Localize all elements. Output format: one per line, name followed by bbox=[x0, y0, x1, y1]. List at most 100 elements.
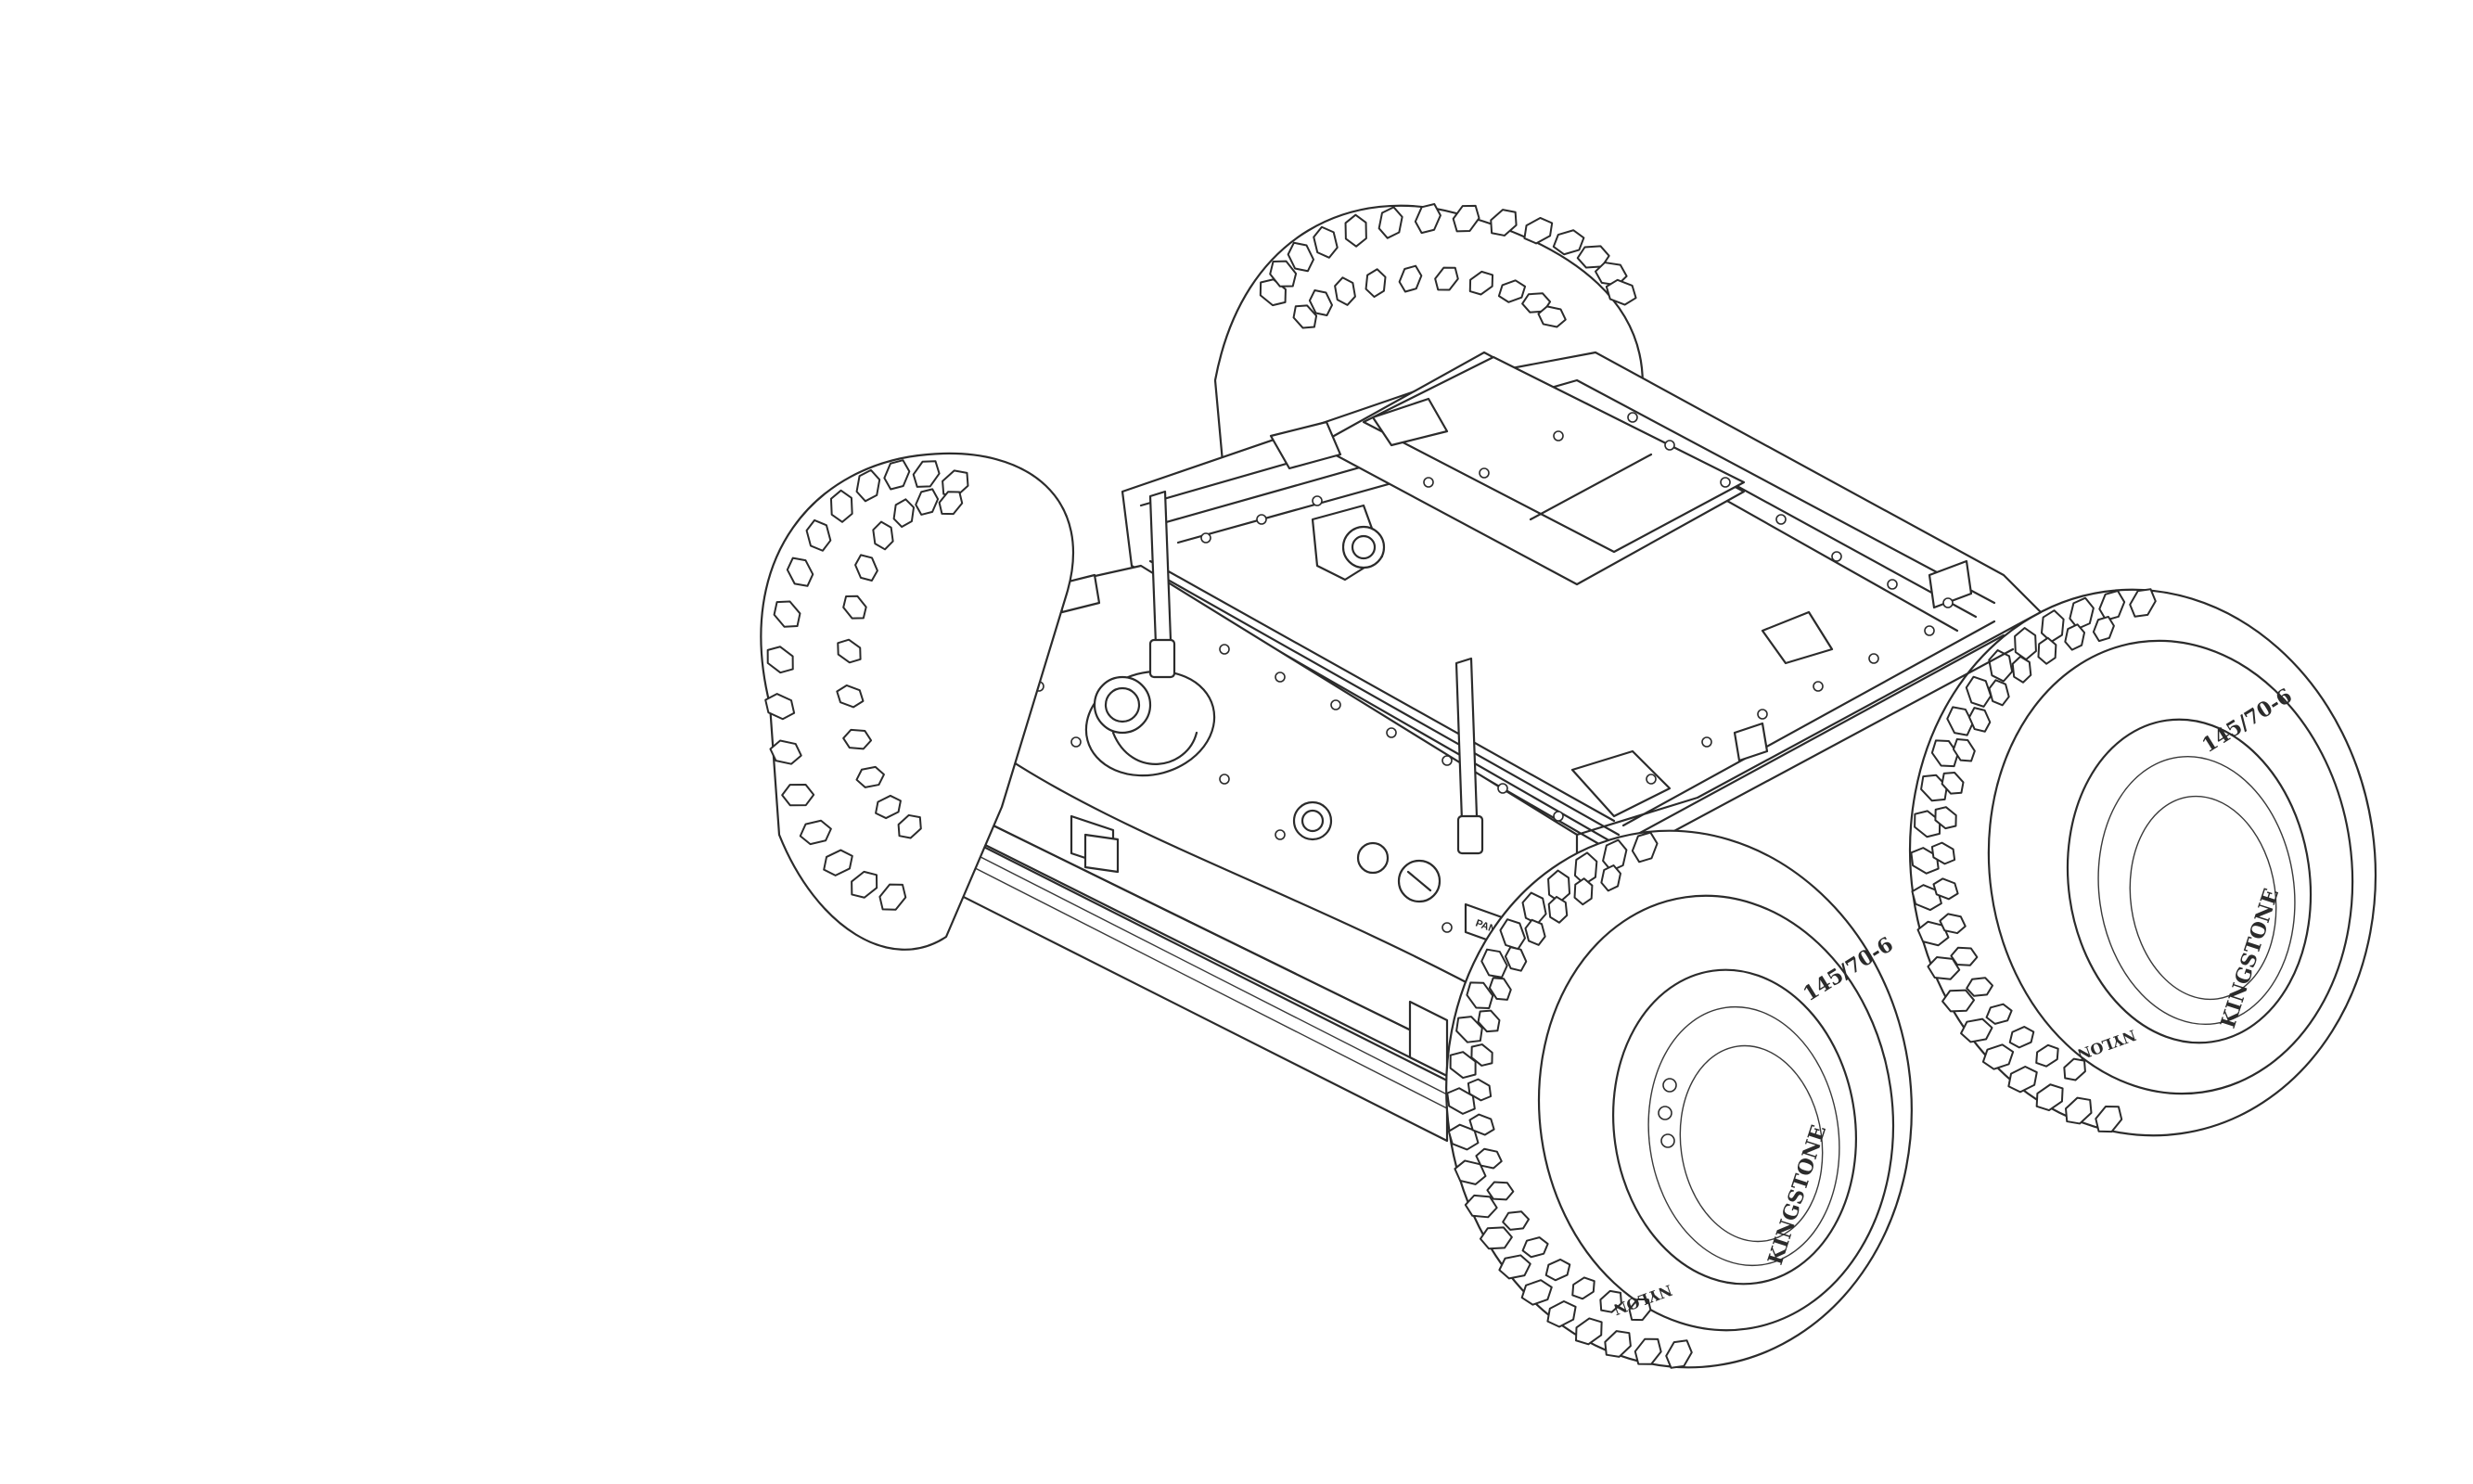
chassis-bolt bbox=[1775, 514, 1787, 525]
tread-lug bbox=[2063, 1057, 2086, 1081]
tread-lug bbox=[2064, 623, 2086, 651]
tread-lug bbox=[2035, 1043, 2059, 1068]
tread-lug bbox=[2037, 636, 2057, 665]
tread-lug bbox=[1524, 918, 1546, 946]
tread-lug bbox=[1480, 948, 1508, 979]
tread-lug bbox=[1916, 920, 1950, 947]
tread-lug bbox=[1631, 831, 1659, 864]
tread-lug bbox=[1930, 841, 1956, 865]
chassis-bolt bbox=[1664, 440, 1675, 451]
tread-lug bbox=[1966, 977, 1994, 997]
left-bracket bbox=[1070, 814, 1120, 874]
tread-lug bbox=[2035, 1083, 2064, 1112]
tread-lug bbox=[1950, 946, 1979, 966]
tread-lug bbox=[1939, 913, 1967, 935]
tread-lug bbox=[938, 491, 964, 516]
tread-lug bbox=[1600, 864, 1621, 892]
chassis-bolt bbox=[1757, 709, 1768, 720]
tread-lug bbox=[1981, 1043, 2015, 1070]
tread-lug bbox=[1470, 1043, 1493, 1067]
tread-lug bbox=[851, 870, 878, 899]
tread-lug bbox=[2007, 1066, 2038, 1094]
tread-lug bbox=[1468, 270, 1494, 296]
tread-lug bbox=[1941, 989, 1976, 1013]
tread-lug bbox=[2095, 1105, 2123, 1133]
tread-lug bbox=[912, 460, 941, 488]
antenna-right bbox=[1454, 657, 1484, 855]
chassis-bolt bbox=[1442, 922, 1453, 933]
tread-lug bbox=[781, 783, 815, 807]
chassis-bolt bbox=[1219, 774, 1230, 785]
chassis-bolt bbox=[1275, 672, 1286, 683]
tread-lug bbox=[764, 693, 796, 721]
tread-lug bbox=[1486, 1181, 1515, 1201]
tread-lug bbox=[1571, 1276, 1595, 1300]
tread-lug bbox=[854, 554, 878, 582]
tread-lug bbox=[769, 739, 802, 765]
tread-lug bbox=[1920, 774, 1948, 802]
tread-lug bbox=[1932, 877, 1959, 901]
tread-lug bbox=[1911, 884, 1942, 912]
tread-lug bbox=[915, 488, 940, 516]
tread-lug bbox=[1665, 1339, 1693, 1369]
tread-lug bbox=[878, 883, 907, 911]
chassis-bolt bbox=[1497, 783, 1508, 794]
tread-lug bbox=[1498, 1254, 1531, 1280]
tread-lug bbox=[1313, 225, 1339, 259]
tread-lug bbox=[1628, 1298, 1652, 1322]
tread-lug bbox=[875, 794, 902, 820]
tread-lug bbox=[1466, 981, 1494, 1009]
tread-lug bbox=[883, 459, 911, 491]
chassis-bolt bbox=[1553, 811, 1564, 822]
tread-lug bbox=[1464, 1194, 1498, 1219]
chassis-bolts bbox=[1033, 412, 1954, 961]
tread-lug bbox=[1634, 1337, 1662, 1365]
tread-lug bbox=[1985, 1003, 2013, 1025]
chassis-bolt bbox=[1831, 551, 1842, 562]
chassis-bolt bbox=[1887, 579, 1898, 590]
tread-lug bbox=[1599, 1289, 1622, 1313]
tread-lug bbox=[1552, 229, 1585, 256]
hub-bolts-front-right bbox=[1658, 1078, 1677, 1148]
chassis-bolt bbox=[1646, 774, 1657, 785]
tread-lug bbox=[1547, 895, 1569, 924]
tread-lug bbox=[1604, 1330, 1632, 1358]
tread-lug bbox=[1523, 216, 1554, 245]
tread-lug bbox=[2092, 615, 2115, 643]
tread-lug bbox=[842, 595, 867, 620]
chassis-bolt bbox=[1423, 477, 1434, 488]
tread-lug bbox=[1377, 206, 1403, 239]
chassis-bolt bbox=[1330, 699, 1341, 710]
tread-lug bbox=[1287, 241, 1314, 273]
tread-lug bbox=[823, 849, 853, 876]
tread-lug bbox=[1910, 847, 1940, 875]
wheel-rear-right: 145/70-6 KINGSTONE NYLON bbox=[1908, 588, 2377, 1137]
tread-lug bbox=[837, 638, 862, 664]
chassis-bolt bbox=[1924, 625, 1935, 636]
tread-lug bbox=[766, 646, 794, 674]
tread-lug bbox=[1455, 1016, 1483, 1043]
tread-lug bbox=[1467, 1078, 1493, 1102]
wheel-front-left bbox=[760, 452, 1075, 951]
tread-lug bbox=[1521, 1236, 1549, 1259]
chassis-bolt bbox=[1720, 477, 1731, 488]
tread-lug bbox=[842, 728, 873, 750]
chassis-bolt bbox=[1553, 430, 1564, 441]
tread-lug bbox=[1546, 1300, 1577, 1328]
tread-lug bbox=[1960, 1017, 1993, 1043]
chassis-bolt bbox=[1256, 514, 1267, 525]
tread-lug bbox=[1544, 1258, 1571, 1282]
chassis-bolt bbox=[1701, 736, 1712, 748]
chassis-bolt bbox=[1275, 829, 1286, 840]
tread-lug bbox=[1365, 268, 1387, 299]
tread-lug bbox=[892, 498, 916, 529]
tread-lug bbox=[1477, 1009, 1501, 1033]
wheel-front-right: 145/70-6 KINGSTONE NYLON bbox=[1445, 829, 1913, 1369]
tread-lug bbox=[1952, 738, 1976, 762]
tread-lug bbox=[1946, 706, 1974, 736]
chassis-bolt bbox=[1442, 755, 1453, 766]
tread-lug bbox=[872, 520, 894, 551]
tread-lug bbox=[1914, 810, 1941, 838]
tread-lug bbox=[1934, 806, 1957, 830]
